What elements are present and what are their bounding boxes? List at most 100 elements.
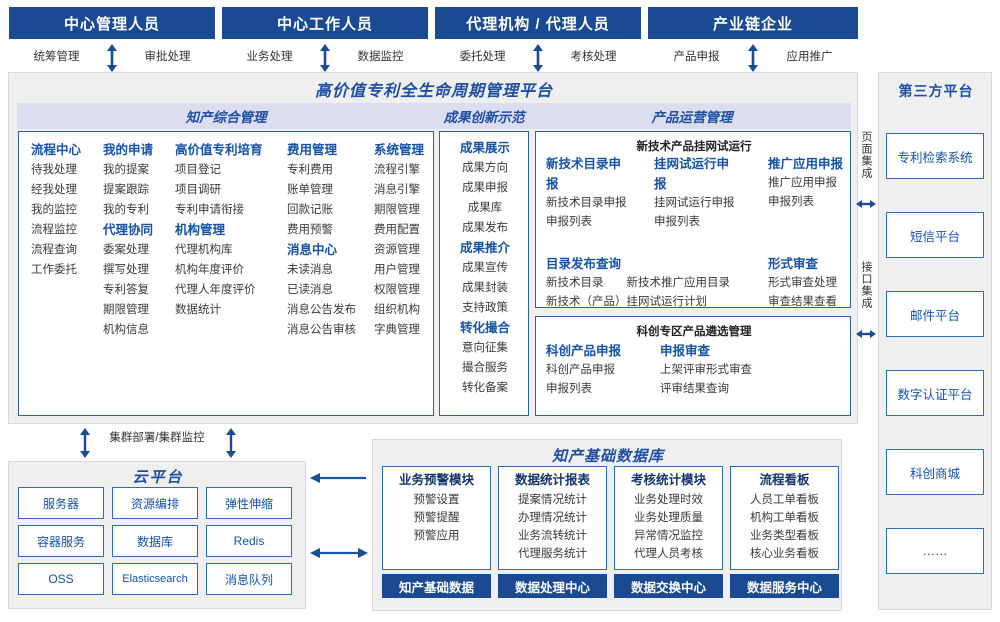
database-card-item[interactable]: 业务处理时效: [634, 494, 703, 506]
zhichan-item[interactable]: 账单管理: [287, 184, 333, 196]
third-party-box-4[interactable]: 科创商城: [886, 449, 984, 495]
zhichan-item[interactable]: 字典管理: [374, 324, 420, 336]
cloud-cell-8[interactable]: 消息队列: [206, 563, 292, 595]
zhichan-item[interactable]: 回款记账: [287, 204, 333, 216]
zhichan-item[interactable]: 提案跟踪: [103, 184, 149, 196]
third-party-box-3[interactable]: 数字认证平台: [886, 370, 984, 416]
zhichan-item[interactable]: 流程查询: [31, 244, 77, 256]
zhichan-item[interactable]: 资源管理: [374, 244, 420, 256]
zhichan-item[interactable]: 专利费用: [287, 164, 333, 176]
database-card-item[interactable]: 预警提醒: [413, 512, 460, 524]
chengguo-item[interactable]: 撮合服务: [462, 362, 508, 374]
zhichan-item[interactable]: 期限管理: [374, 204, 420, 216]
database-card-item[interactable]: 预警应用: [413, 530, 460, 542]
zhichan-item[interactable]: 代理机构库: [175, 244, 233, 256]
database-card-item[interactable]: 提案情况统计: [518, 494, 587, 506]
cloud-cell-3[interactable]: 容器服务: [18, 525, 104, 557]
zhichan-item[interactable]: 我的监控: [31, 204, 77, 216]
zhichan-item[interactable]: 代理人年度评价: [175, 284, 256, 296]
chanpin2-item[interactable]: 评审结果查询: [660, 383, 729, 395]
zhichan-item[interactable]: 待我处理: [31, 164, 77, 176]
chengguo-item[interactable]: 转化备案: [462, 382, 508, 394]
chengguo-item[interactable]: 成果发布: [462, 222, 508, 234]
chengguo-item[interactable]: 成果宣传: [462, 262, 508, 274]
chengguo-item[interactable]: 成果库: [467, 202, 503, 214]
cloud-cell-7[interactable]: Elasticsearch: [112, 563, 198, 595]
third-party-box-2[interactable]: 邮件平台: [886, 291, 984, 337]
cloud-cell-6[interactable]: OSS: [18, 563, 104, 595]
chanpin1-item[interactable]: 推广应用申报: [768, 177, 837, 189]
zhichan-item[interactable]: 消息公告审核: [287, 324, 356, 336]
zhichan-item[interactable]: 权限管理: [374, 284, 420, 296]
chengguo-item[interactable]: 成果申报: [462, 182, 508, 194]
zhichan-item[interactable]: 消息公告发布: [287, 304, 356, 316]
zhichan-item[interactable]: 我的专利: [103, 204, 149, 216]
chanpin1-item[interactable]: 申报列表: [768, 196, 814, 208]
cloud-cell-2[interactable]: 弹性伸缩: [206, 487, 292, 519]
zhichan-item[interactable]: 专利申请衔接: [175, 204, 244, 216]
zhichan-item[interactable]: 工作委托: [31, 264, 77, 276]
zhichan-item[interactable]: 用户管理: [374, 264, 420, 276]
chanpin1-item[interactable]: 新技术目录申报: [546, 197, 627, 209]
zhichan-item[interactable]: 数据统计: [175, 304, 221, 316]
cloud-cell-5[interactable]: Redis: [206, 525, 292, 557]
database-card-item[interactable]: 代理人员考核: [634, 548, 703, 560]
database-card-item[interactable]: 预警设置: [413, 494, 460, 506]
zhichan-item[interactable]: 流程监控: [31, 224, 77, 236]
zhichan-item[interactable]: 费用预警: [287, 224, 333, 236]
database-card-header-3: 流程看板: [759, 473, 810, 487]
zhichan-item[interactable]: 流程引擎: [374, 164, 420, 176]
zhichan-item[interactable]: 期限管理: [103, 304, 149, 316]
database-card-item[interactable]: 异常情况监控: [634, 530, 703, 542]
zhichan-item[interactable]: 已读消息: [287, 284, 333, 296]
chanpin2-item[interactable]: 申报列表: [546, 383, 592, 395]
zhichan-item[interactable]: 机构年度评价: [175, 264, 244, 276]
database-card-item[interactable]: 核心业务看板: [750, 548, 819, 560]
chanpin1-row2-item[interactable]: 形式审查处理: [768, 277, 837, 289]
zhichan-item[interactable]: 专利答复: [103, 284, 149, 296]
chengguo-item[interactable]: 成果方向: [462, 162, 508, 174]
chanpin1-item[interactable]: 申报列表: [546, 216, 592, 228]
third-party-box-5[interactable]: ……: [886, 528, 984, 574]
third-party-box-1[interactable]: 短信平台: [886, 212, 984, 258]
zhichan-item[interactable]: 委案处理: [103, 244, 149, 256]
zhichan-item[interactable]: 未读消息: [287, 264, 333, 276]
chanpin2-item[interactable]: 科创产品申报: [546, 364, 615, 376]
database-card-item[interactable]: 业务处理质量: [634, 512, 703, 524]
chanpin1-row2-item[interactable]: 审查结果查看: [768, 296, 837, 308]
chanpin1-row2-item[interactable]: 新技术（产品）挂网试运行计划: [546, 296, 707, 308]
zhichan-item[interactable]: 费用配置: [374, 224, 420, 236]
zhichan-item[interactable]: 经我处理: [31, 184, 77, 196]
database-card-item[interactable]: 办理情况统计: [518, 512, 587, 524]
database-foot-1[interactable]: 数据处理中心: [498, 574, 607, 598]
zhichan-item[interactable]: 机构信息: [103, 324, 149, 336]
database-foot-0[interactable]: 知产基础数据: [382, 574, 491, 598]
cluster-label: 集群部署/集群监控: [109, 432, 205, 444]
cloud-cell-4[interactable]: 数据库: [112, 525, 198, 557]
chanpin1-item[interactable]: 申报列表: [654, 216, 700, 228]
database-card-item[interactable]: 业务流转统计: [518, 530, 587, 542]
zhichan-group-header-2: 代理协同: [103, 223, 154, 237]
zhichan-item[interactable]: 我的提案: [103, 164, 149, 176]
third-party-box-0[interactable]: 专利检索系统: [886, 133, 984, 179]
chengguo-item[interactable]: 支持政策: [462, 302, 508, 314]
zhichan-item[interactable]: 消息引擎: [374, 184, 420, 196]
database-foot-2[interactable]: 数据交换中心: [614, 574, 723, 598]
chanpin1-item[interactable]: 挂网试运行申报: [654, 197, 735, 209]
chengguo-item[interactable]: 成果封装: [462, 282, 508, 294]
zhichan-column-4: 系统管理流程引擎消息引擎期限管理费用配置资源管理用户管理权限管理组织机构字典管理: [374, 140, 424, 340]
database-card-item[interactable]: 机构工单看板: [750, 512, 819, 524]
database-card-item[interactable]: 人员工单看板: [750, 494, 819, 506]
zhichan-item[interactable]: 项目登记: [175, 164, 221, 176]
zhichan-item[interactable]: 撰写处理: [103, 264, 149, 276]
zhichan-item[interactable]: 组织机构: [374, 304, 420, 316]
cloud-cell-0[interactable]: 服务器: [18, 487, 104, 519]
database-foot-3[interactable]: 数据服务中心: [730, 574, 839, 598]
database-card-item[interactable]: 业务类型看板: [750, 530, 819, 542]
chengguo-item[interactable]: 意向征集: [462, 342, 508, 354]
zhichan-item[interactable]: 项目调研: [175, 184, 221, 196]
cloud-cell-1[interactable]: 资源编排: [112, 487, 198, 519]
database-card-item[interactable]: 代理服务统计: [518, 548, 587, 560]
chanpin2-item[interactable]: 上架评审形式审查: [660, 364, 752, 376]
chanpin1-row2-item[interactable]: 新技术目录 新技术推广应用目录: [546, 277, 730, 289]
